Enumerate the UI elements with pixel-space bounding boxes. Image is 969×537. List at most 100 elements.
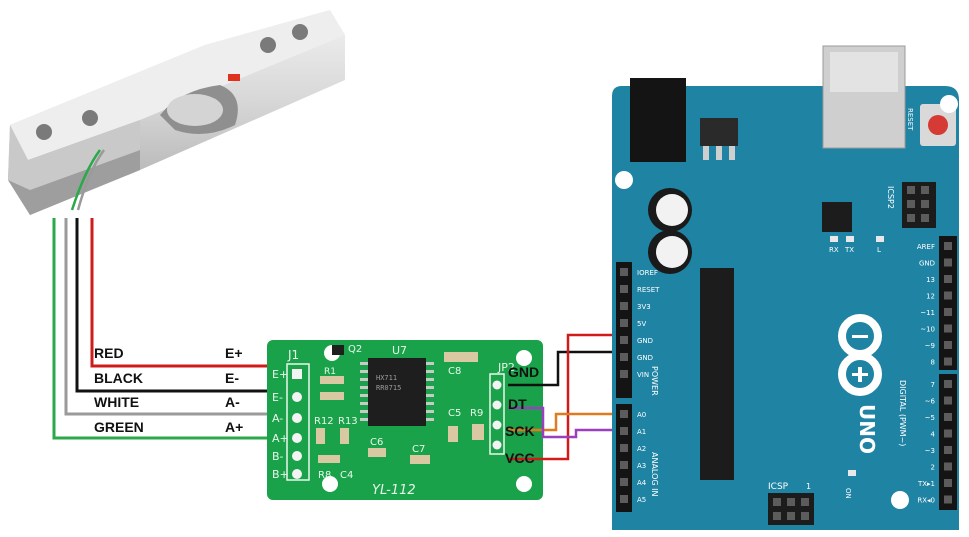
wire-label-green: GREEN (94, 419, 144, 435)
rx-led-label: RX (829, 246, 839, 254)
arduino-header-pins (620, 186, 952, 520)
hx-pin-label-a-minus: A- (225, 394, 240, 410)
hx-out-label-vcc: VCC (505, 450, 535, 466)
digital-pin (944, 341, 952, 349)
digital-pin (944, 357, 952, 366)
screw-hole-icon (36, 124, 52, 140)
power-pin-label: GND (637, 354, 653, 362)
digital-pin (944, 396, 952, 405)
analog-pin-a1 (620, 427, 628, 435)
power-pin-label: IOREF (637, 269, 658, 277)
wire-label-white: WHITE (94, 394, 140, 410)
hx-pin-label-a-plus: A+ (225, 419, 244, 435)
icsp2-label: ICSP2 (886, 186, 895, 209)
icsp-pin (773, 498, 781, 506)
analog-pin-a5 (620, 495, 628, 503)
icsp-pin (801, 512, 809, 520)
svg-text:E+: E+ (272, 368, 288, 381)
digital-pin-label: 12 (926, 293, 935, 301)
digital-pin-label: AREF (917, 243, 935, 251)
l-led-label: L (877, 246, 881, 254)
load-cell-wires (52, 218, 302, 440)
digital-pin (944, 429, 952, 438)
analog-pin-a3 (620, 461, 628, 469)
digital-pin-label: GND (919, 260, 935, 268)
digital-header-bottom (939, 374, 957, 510)
icsp2-pin (921, 214, 929, 222)
icsp2-pin (907, 186, 915, 194)
svg-text:R9: R9 (470, 408, 483, 419)
screw-hole-icon (260, 37, 276, 53)
digital-pin (944, 275, 952, 283)
digital-pin (944, 308, 952, 316)
board-model-label: YL-112 (372, 483, 416, 498)
digital-pin-label: TX▸1 (917, 480, 935, 488)
icsp-pin (773, 512, 781, 520)
digital-pin (944, 446, 952, 454)
analog-pin-label: A1 (637, 428, 646, 436)
hx-out-label-sck: SCK (505, 423, 535, 439)
svg-text:R8: R8 (318, 470, 331, 481)
digital-pin-label: ~9 (925, 342, 935, 350)
svg-text:R1: R1 (324, 367, 336, 377)
load-cell (8, 10, 345, 215)
digital-pin (944, 242, 952, 250)
icsp-label: ICSP (768, 482, 789, 492)
analog-pin-label: A3 (637, 462, 646, 470)
hx711-arduino-wires (508, 333, 624, 461)
power-pin-ioref (620, 268, 628, 276)
svg-text:C8: C8 (448, 366, 461, 377)
power-pin-label: GND (637, 337, 653, 345)
analog-header-title: ANALOG IN (650, 452, 659, 497)
chip-designator: U7 (392, 344, 407, 357)
digital-pin (944, 380, 952, 388)
j1-pads (292, 369, 302, 479)
hx-out-label-dt: DT (508, 396, 527, 412)
digital-pin-label: 13 (926, 276, 935, 284)
icsp2-pin (921, 186, 929, 194)
svg-text:B-: B- (272, 450, 284, 463)
svg-text:C7: C7 (412, 444, 425, 455)
hx-pin-label-e-plus: E+ (225, 345, 243, 361)
icsp-pin (787, 512, 795, 520)
svg-text:R13: R13 (338, 416, 358, 427)
digital-pin (944, 291, 952, 300)
analog-pin-a4 (620, 478, 628, 486)
digital-pin (944, 495, 952, 504)
digital-header-top (939, 236, 957, 370)
digital-pin (944, 413, 952, 421)
icsp-pin1-label: 1 (806, 482, 811, 491)
digital-pin-label: ~10 (920, 326, 935, 334)
hx-pin-label-e-minus: E- (225, 370, 239, 386)
power-pin-label: 3V3 (637, 303, 651, 311)
screw-hole-icon (82, 110, 98, 126)
digital-pin-label: ~3 (925, 447, 935, 455)
icsp2-pin (907, 200, 915, 208)
chip-marking-2: RR0715 (376, 384, 401, 392)
wire-label-black: BLACK (94, 370, 143, 386)
svg-text:C6: C6 (370, 437, 383, 448)
power-pin-gnd (620, 336, 628, 344)
hx711-board (267, 340, 543, 500)
svg-text:C4: C4 (340, 470, 353, 481)
tx-led-label: TX (844, 246, 854, 254)
digital-pin-label: 2 (931, 464, 935, 472)
analog-pin-a0 (620, 410, 628, 418)
power-pin-reset (620, 285, 628, 293)
reset-label: RESET (906, 108, 914, 131)
svg-text:E-: E- (272, 391, 283, 404)
arduino-uno-board (612, 45, 959, 530)
digital-pin-label: 8 (931, 359, 935, 367)
power-pin-label: 5V (637, 320, 646, 328)
digital-pin (944, 462, 952, 471)
svg-text:A+: A+ (272, 432, 289, 445)
icsp2-pin (921, 200, 929, 208)
digital-pin-label: ~11 (920, 309, 935, 317)
analog-pin-label: A4 (637, 479, 647, 487)
digital-pin-label: 4 (931, 431, 936, 439)
j1-header-label: J1 (287, 348, 299, 362)
arduino-pin-labels: IOREFRESET3V35VGNDGNDVINA0A1A2A3A4A5AREF… (637, 243, 936, 505)
chip-marking-1: HX711 (376, 374, 397, 382)
hx711-chip (368, 358, 426, 426)
icsp2-pin (907, 214, 915, 222)
